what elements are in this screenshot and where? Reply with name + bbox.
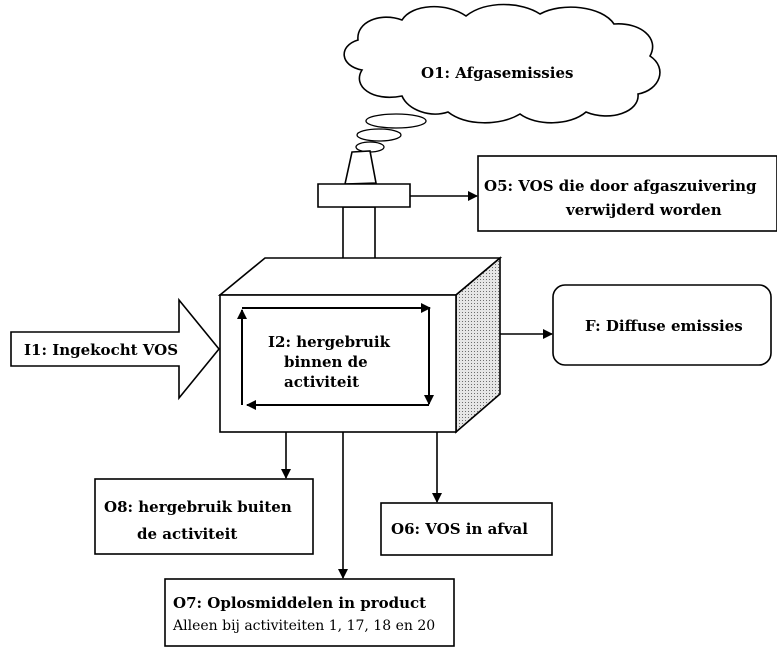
o7-label-line1: O7: Oplosmiddelen in product (173, 594, 426, 612)
o8-box-rect (94, 478, 314, 555)
o7-label-line2: Alleen bij activiteiten 1, 17, 18 en 20 (172, 618, 435, 634)
i2-label: I2: hergebruik binnen de activiteit (268, 333, 391, 391)
process-box-top (217, 257, 503, 296)
o8-label-line2: de activiteit (137, 525, 237, 543)
exhaust-cleaner (317, 183, 411, 208)
process-box-front (219, 294, 457, 433)
exhaust-cloud: O1: Afgasemissies (343, 3, 661, 124)
i2-label-line3: activiteit (284, 373, 359, 391)
chimney-top (343, 150, 377, 185)
exhaust-cleaner-box (317, 183, 411, 208)
o6-box: O6: VOS in afval (380, 502, 553, 556)
process-box (217, 256, 503, 434)
cloud-icon (343, 3, 661, 124)
smoke-puff-2 (356, 128, 402, 142)
i1-label: I1: Ingekocht VOS (24, 341, 178, 359)
o5-box-rect (477, 155, 777, 232)
input-arrow: I1: Ingekocht VOS (10, 297, 221, 401)
i2-label-line2: binnen de (284, 353, 368, 371)
o5-label-line2: verwijderd worden (565, 201, 722, 219)
input-arrow-shape (10, 297, 221, 401)
o5-box: O5: VOS die door afgaszuivering verwijde… (477, 155, 777, 232)
chimney-base (342, 206, 376, 261)
f-label: F: Diffuse emissies (585, 317, 743, 335)
o6-label: O6: VOS in afval (391, 520, 528, 538)
o7-box-rect (164, 578, 455, 647)
o1-label: O1: Afgasemissies (421, 64, 573, 82)
f-box-rect (552, 284, 772, 366)
recycle-loop (237, 303, 434, 410)
o6-box-rect (380, 502, 553, 556)
o8-label-line1: O8: hergebruik buiten (104, 498, 292, 516)
o5-label-line1: O5: VOS die door afgaszuivering (484, 177, 757, 195)
f-box: F: Diffuse emissies (552, 284, 772, 366)
o7-box: O7: Oplosmiddelen in product Alleen bij … (164, 578, 455, 647)
o8-box: O8: hergebruik buiten de activiteit (94, 478, 314, 555)
smoke-puffs (355, 113, 427, 153)
i2-label-line1: I2: hergebruik (268, 333, 391, 351)
smoke-puff-1 (365, 113, 427, 129)
